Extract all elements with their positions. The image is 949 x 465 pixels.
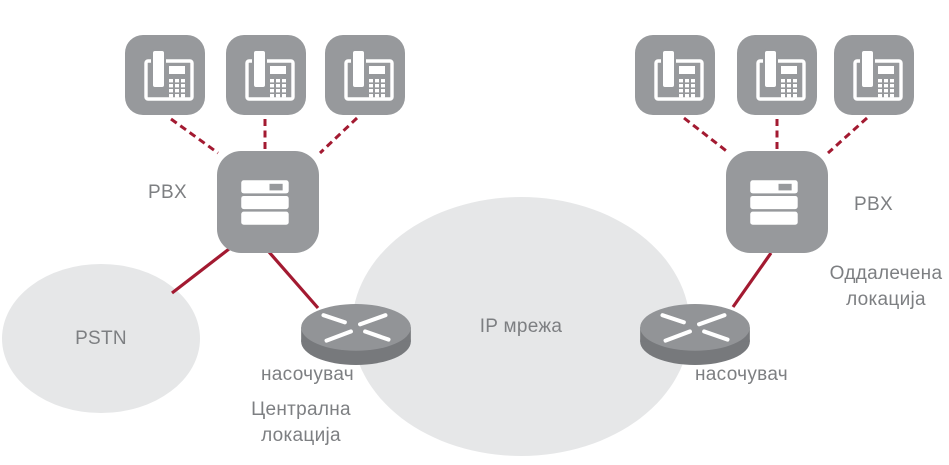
router-arrows-icon: [300, 302, 412, 367]
pstn-label: PSTN: [75, 327, 127, 349]
phone-icon: [635, 35, 715, 115]
phone-icon: [325, 35, 405, 115]
phone-pbx-link: [826, 116, 869, 155]
pbx-label-remote: PBX: [854, 194, 893, 215]
site-name-remote: Оддалечена локација: [816, 261, 949, 313]
pbx-server-icon: [217, 151, 319, 253]
site-name-central: Централна локација: [229, 397, 373, 449]
pbx-router-link: [731, 252, 773, 308]
pbx-pstn-link: [171, 247, 230, 295]
phone-icon: [226, 35, 306, 115]
router-arrows-icon: [639, 302, 751, 367]
site-name-line: локација: [261, 425, 341, 446]
router-label-remote: насочувач: [695, 364, 788, 385]
site-name-line: локација: [846, 289, 926, 310]
phone-icon: [737, 35, 817, 115]
site-name-line: Оддалечена: [829, 263, 943, 284]
phone-icon: [125, 35, 205, 115]
pbx-label-central: PBX: [148, 182, 187, 203]
pbx-server-icon: [726, 151, 828, 253]
ip-network-label: IP мрежа: [479, 315, 563, 337]
phone-pbx-link: [318, 116, 359, 155]
pbx-node-remote: [726, 151, 828, 253]
phone-icon: [834, 35, 914, 115]
pstn-cloud: PSTN: [2, 264, 200, 413]
router-label-central: насочувач: [261, 364, 354, 385]
site-name-line: Централна: [251, 399, 351, 420]
pbx-router-link: [267, 250, 320, 310]
phone-pbx-link: [170, 117, 219, 155]
phone-pbx-link: [683, 116, 730, 155]
pbx-node-central: [217, 151, 319, 253]
